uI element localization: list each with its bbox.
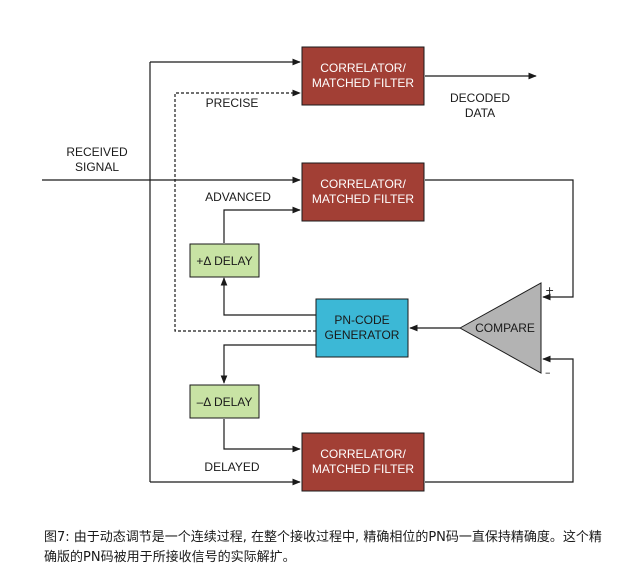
correlator-top-line1: CORRELATOR/ — [320, 61, 406, 75]
signal-wires — [42, 58, 537, 486]
precise-label: PRECISE — [206, 96, 259, 110]
compare-plus-sign: + — [545, 284, 554, 297]
correlator-bot-line2: MATCHED FILTER — [312, 462, 415, 476]
compare-label: COMPARE — [475, 321, 535, 335]
decoded-data-line1: DECODED — [450, 91, 510, 105]
correlator-top-line2: MATCHED FILTER — [312, 76, 415, 90]
correlator-mid-box — [301, 162, 425, 222]
plus-delay-label: +Δ DELAY — [196, 254, 252, 268]
minus-delay-label: –Δ DELAY — [197, 395, 253, 409]
correlator-bot-line1: CORRELATOR/ — [320, 447, 406, 461]
received-signal-line2: SIGNAL — [75, 160, 119, 174]
correlator-mid-line2: MATCHED FILTER — [312, 192, 415, 206]
plus-delay-box — [189, 243, 260, 278]
correlator-top-block: CORRELATOR/ MATCHED FILTER — [301, 46, 425, 106]
precise-dashed-path — [174, 89, 316, 332]
minus-delay-block: –Δ DELAY — [189, 384, 260, 419]
dll-block-diagram: CORRELATOR/ MATCHED FILTER CORRELATOR/ M… — [42, 46, 574, 492]
compare-block: COMPARE + – — [458, 282, 554, 379]
correlator-bot-box — [301, 432, 425, 492]
correlator-bot-block: CORRELATOR/ MATCHED FILTER — [301, 432, 425, 492]
correlator-top-box — [301, 46, 425, 106]
minus-delay-box — [189, 384, 260, 419]
pn-generator-line1: PN-CODE — [334, 313, 389, 327]
feedback-wires — [409, 179, 574, 483]
correlator-mid-line1: CORRELATOR/ — [320, 177, 406, 191]
plus-delay-block: +Δ DELAY — [189, 243, 260, 278]
correlator-mid-block: CORRELATOR/ MATCHED FILTER — [301, 162, 425, 222]
pn-generator-line2: GENERATOR — [325, 328, 400, 342]
compare-triangle — [458, 282, 542, 374]
pn-generator-box — [315, 298, 409, 358]
delayed-path — [220, 344, 316, 453]
advanced-label: ADVANCED — [205, 190, 271, 204]
pn-generator-block: PN-CODE GENERATOR — [315, 298, 409, 358]
received-signal-line1: RECEIVED — [66, 145, 128, 159]
decoded-data-line2: DATA — [465, 106, 495, 120]
advanced-path — [220, 206, 316, 316]
figure-caption: 图7: 由于动态调节是一个连续过程, 在整个接收过程中, 精确相位的PN码一直保… — [44, 530, 602, 565]
compare-minus-sign: – — [545, 366, 551, 379]
wire-labels: RECEIVED SIGNAL DECODED DATA PRECISE ADV… — [66, 91, 510, 474]
delayed-label: DELAYED — [204, 460, 259, 474]
